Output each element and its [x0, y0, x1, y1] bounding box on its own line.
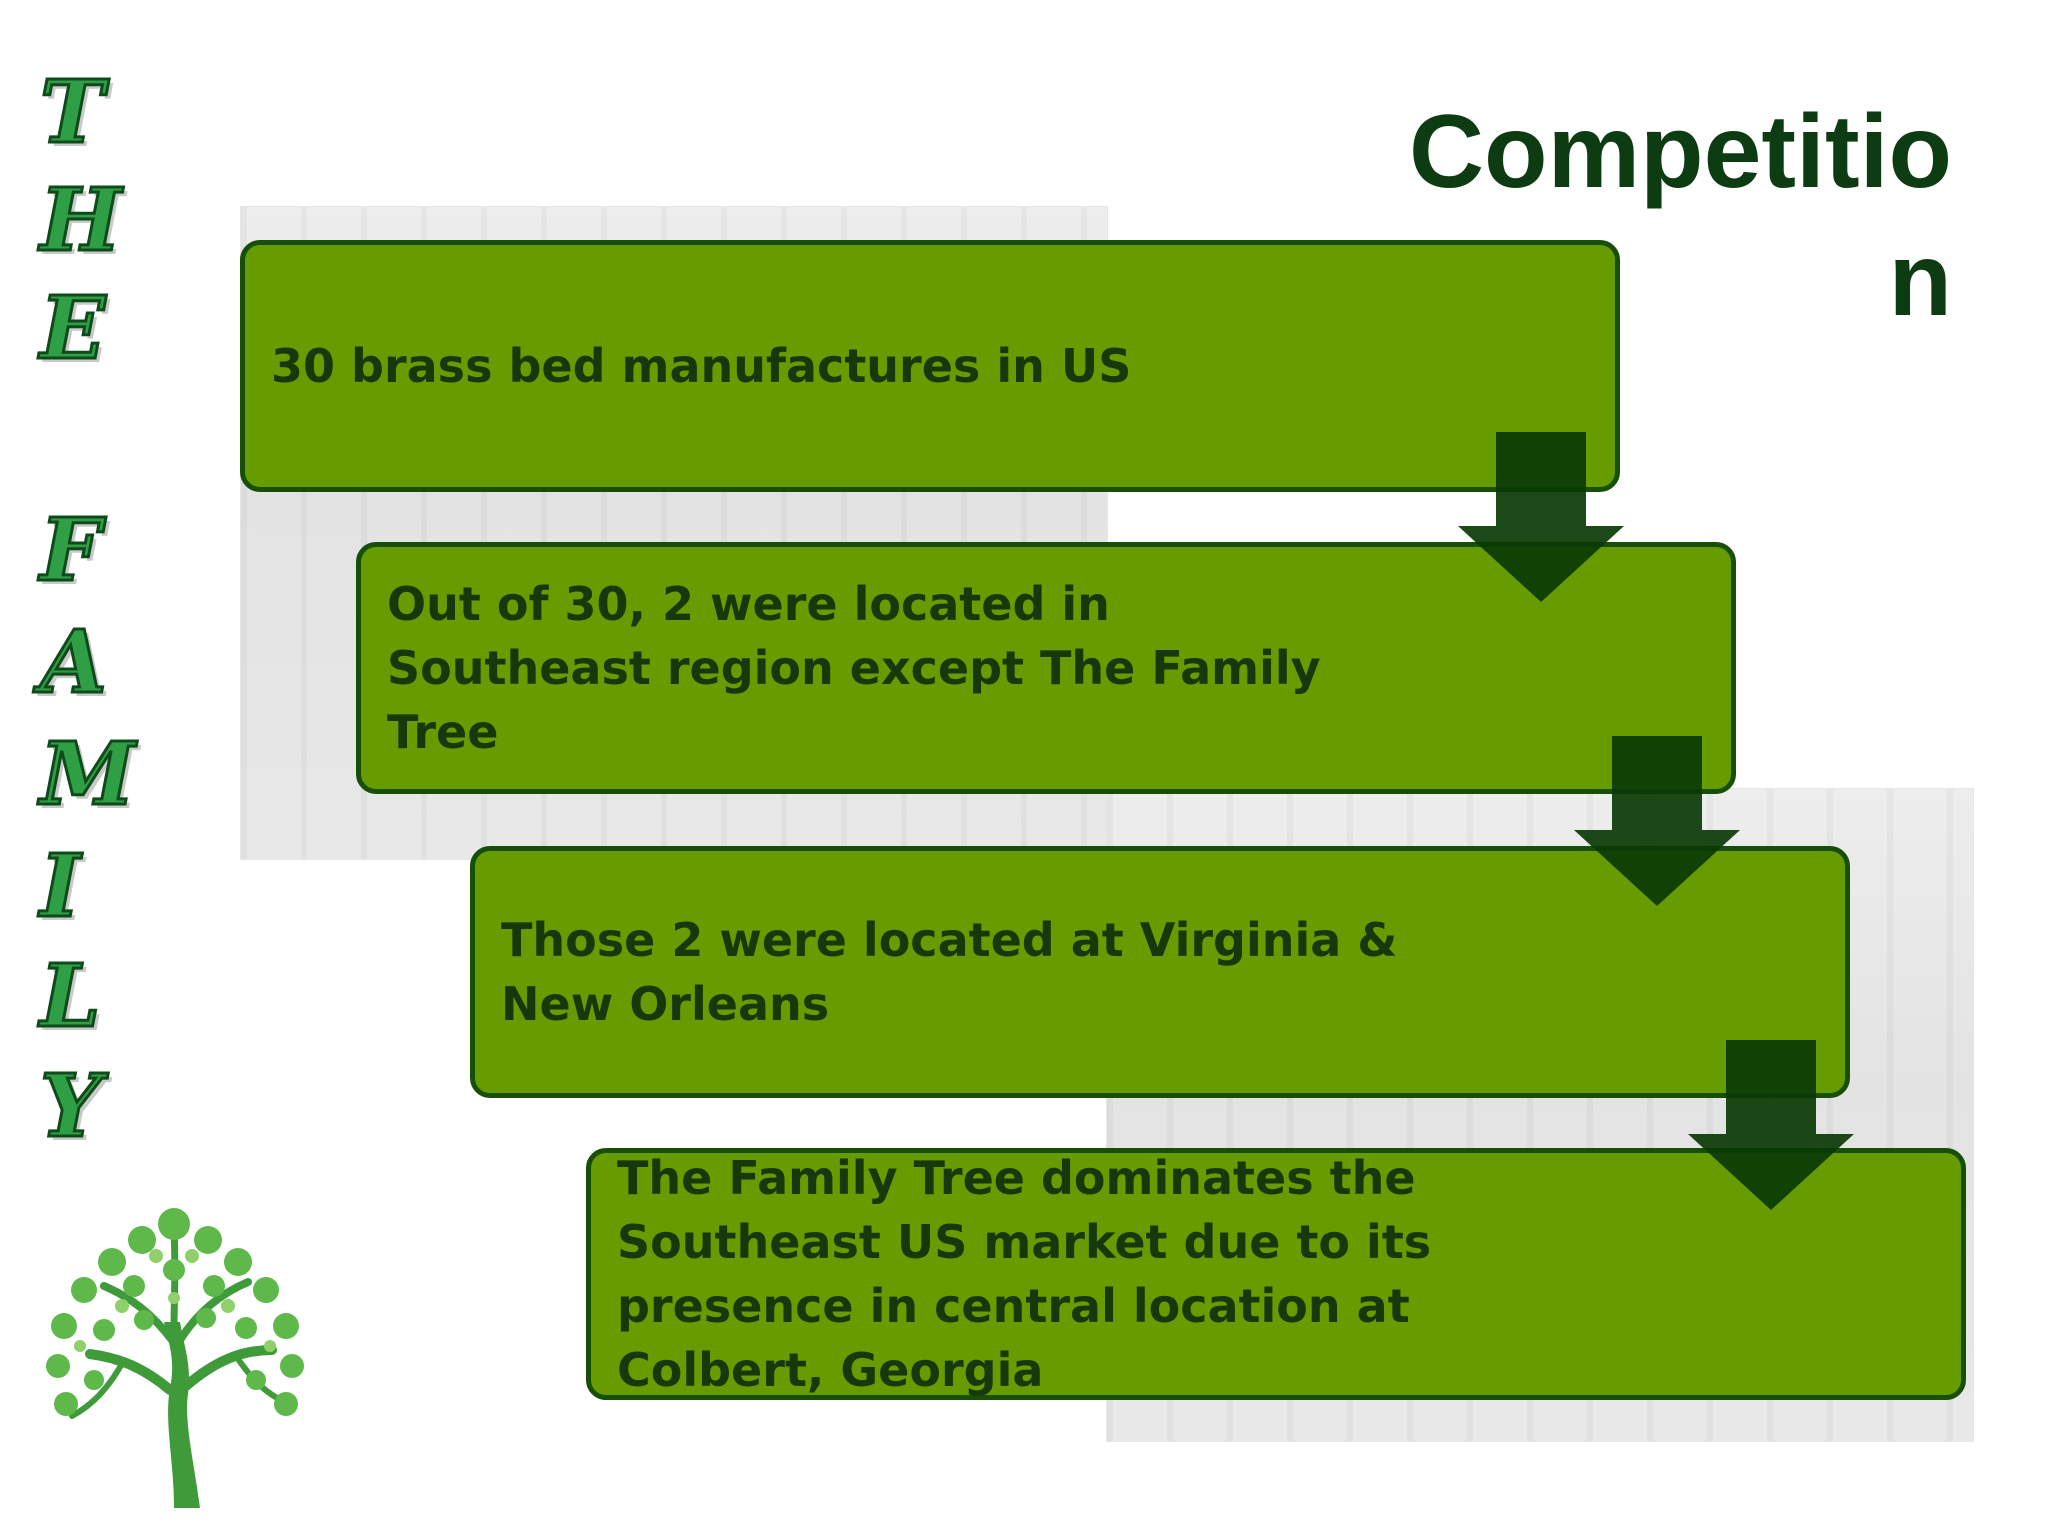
arrow-down-icon: [1686, 1040, 1856, 1210]
step-text: 30 brass bed manufactures in US: [271, 339, 1132, 393]
vertical-title-letter: Y: [39, 1056, 103, 1157]
step-box-4: The Family Tree dominates the Southeast …: [586, 1148, 1966, 1400]
vertical-title-letter: H: [39, 170, 123, 271]
step-box-3: Those 2 were located at Virginia & New O…: [470, 846, 1850, 1098]
vertical-title-letter: I: [39, 836, 82, 937]
slide-title: Competition: [1408, 94, 1952, 338]
vertical-title-letter: M: [39, 724, 137, 825]
vertical-title-letter: F: [39, 500, 103, 601]
step-box-1: 30 brass bed manufactures in US: [240, 240, 1620, 492]
step-text: Out of 30, 2 were located in Southeast r…: [387, 577, 1321, 759]
vertical-title-letter: E: [39, 278, 108, 379]
vertical-title-letter: T: [39, 62, 106, 163]
tree-logo-icon: [24, 1190, 314, 1510]
vertical-title-letter: A: [39, 612, 109, 713]
step-box-2: Out of 30, 2 were located in Southeast r…: [356, 542, 1736, 794]
step-text: The Family Tree dominates the Southeast …: [617, 1151, 1432, 1397]
arrow-down-icon: [1572, 736, 1742, 906]
step-text: Those 2 were located at Virginia & New O…: [501, 913, 1398, 1031]
vertical-title-letter: L: [39, 946, 102, 1047]
arrow-down-icon: [1456, 432, 1626, 602]
